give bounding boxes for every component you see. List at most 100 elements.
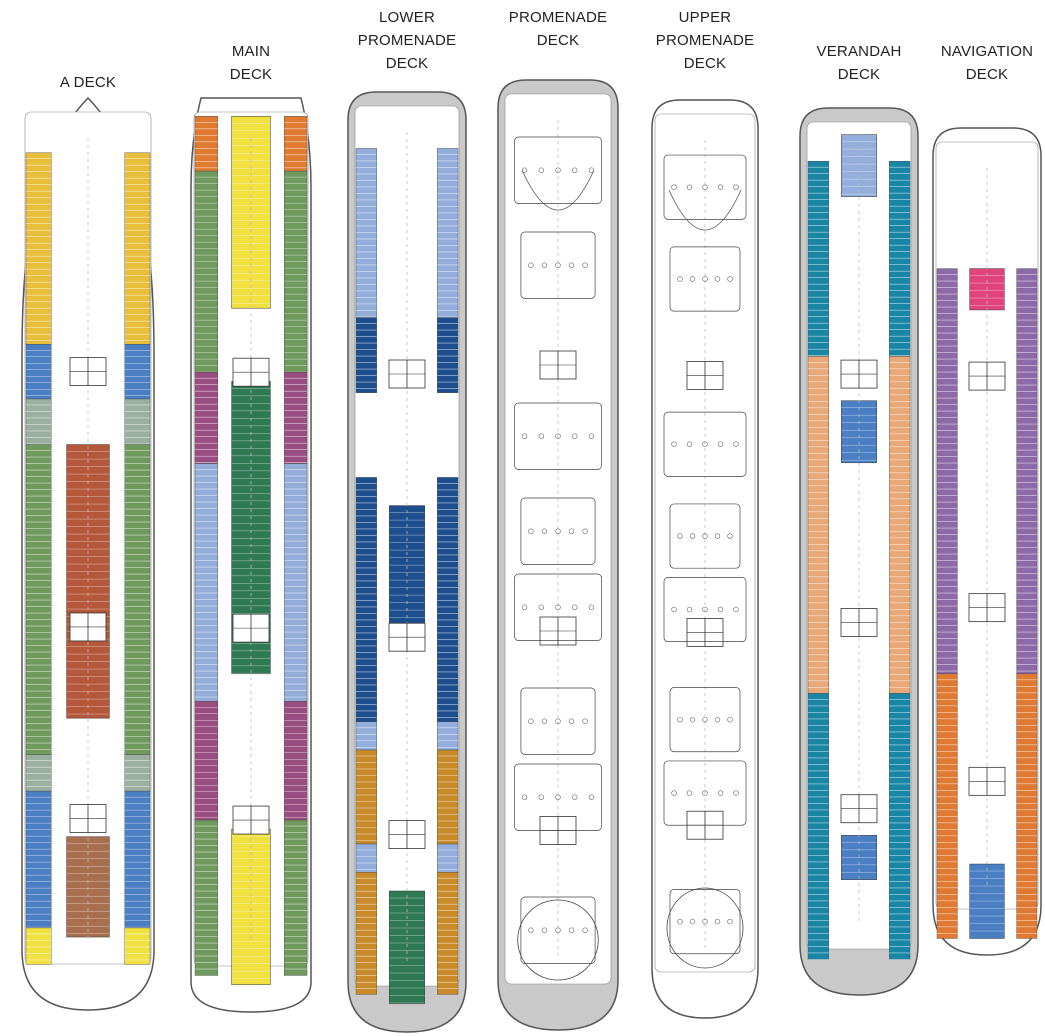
upper-promenade-deck-table bbox=[714, 276, 721, 282]
navigation-deck-cabin-zone bbox=[1016, 673, 1038, 939]
upper-promenade-deck-table bbox=[702, 184, 708, 190]
promenade-deck-table bbox=[555, 927, 561, 933]
a-deck-cabin-zone bbox=[124, 444, 151, 755]
a-deck-label-line: A DECK bbox=[59, 74, 117, 91]
promenade-deck-table bbox=[528, 262, 534, 268]
upper-promenade-deck-table bbox=[714, 716, 721, 723]
promenade-deck-public-room bbox=[514, 573, 602, 641]
a-deck-cabin-zone bbox=[124, 927, 151, 965]
main-deck-cabin-zone bbox=[194, 116, 218, 172]
lower-promenade-deck-cabin-zone bbox=[437, 749, 459, 845]
verandah-deck-cabin-zone bbox=[807, 693, 829, 960]
promenade-deck-public-room bbox=[520, 497, 596, 565]
promenade-deck-label-line: DECK bbox=[536, 32, 580, 49]
upper-promenade-deck-table bbox=[671, 441, 677, 447]
verandah-deck-cabin-zone bbox=[807, 161, 829, 357]
a-deck-cabin-zone bbox=[25, 444, 52, 755]
upper-promenade-deck-table bbox=[686, 184, 693, 190]
upper-promenade-deck-table bbox=[717, 184, 724, 190]
upper-promenade-deck-table bbox=[717, 790, 724, 796]
verandah-deck-central-block bbox=[841, 134, 877, 197]
upper-promenade-deck-public-room bbox=[669, 889, 741, 955]
promenade-deck-table bbox=[541, 927, 548, 933]
a-deck-cabin-zone bbox=[25, 754, 52, 792]
promenade-deck-table bbox=[582, 718, 588, 724]
main-deck-label-line: DECK bbox=[229, 66, 273, 83]
upper-promenade-deck-table bbox=[702, 441, 708, 447]
promenade-deck-plan bbox=[497, 79, 619, 1031]
lower-promenade-deck-label-line: DECK bbox=[385, 55, 429, 72]
promenade-deck-label: PROMENADE DECK bbox=[509, 6, 607, 52]
lower-promenade-deck-cabin-zone bbox=[437, 872, 459, 995]
a-deck-cabin-zone bbox=[124, 790, 151, 929]
promenade-deck-table bbox=[555, 718, 561, 724]
lower-promenade-deck-label-line: LOWER bbox=[378, 9, 436, 26]
promenade-deck-public-room bbox=[514, 763, 602, 831]
navigation-deck-label-line: NAVIGATION bbox=[940, 43, 1034, 60]
promenade-deck-public-room bbox=[514, 402, 602, 470]
promenade-deck-table bbox=[572, 604, 578, 610]
main-deck-label-line: MAIN bbox=[231, 43, 271, 60]
navigation-deck-cabin-zone bbox=[936, 268, 958, 675]
lower-promenade-deck-label: LOWER PROMENADE DECK bbox=[358, 6, 456, 75]
upper-promenade-deck-table bbox=[733, 184, 739, 190]
promenade-deck-table bbox=[588, 794, 595, 800]
promenade-deck-table bbox=[582, 262, 588, 268]
a-deck-plan bbox=[21, 96, 155, 1011]
upper-promenade-deck-label-line: DECK bbox=[683, 55, 727, 72]
upper-promenade-deck-table bbox=[677, 716, 683, 723]
upper-promenade-deck-table bbox=[677, 276, 683, 282]
main-deck-central-block bbox=[231, 828, 271, 985]
lower-promenade-deck-label-line: PROMENADE bbox=[357, 32, 457, 49]
upper-promenade-deck-table bbox=[689, 276, 696, 282]
upper-promenade-deck-table bbox=[733, 606, 739, 613]
upper-promenade-deck-table bbox=[727, 716, 733, 723]
main-deck-cabin-zone bbox=[284, 701, 308, 821]
upper-promenade-deck-table bbox=[733, 790, 739, 796]
promenade-deck-table bbox=[528, 528, 534, 534]
a-deck-cabin-zone bbox=[25, 398, 52, 445]
lower-promenade-deck-plan bbox=[347, 91, 467, 1033]
upper-promenade-deck-table bbox=[702, 716, 708, 723]
promenade-deck-table bbox=[582, 927, 588, 933]
upper-promenade-deck-public-room bbox=[663, 577, 747, 642]
lower-promenade-deck-cabin-zone bbox=[355, 317, 377, 394]
promenade-deck-table bbox=[588, 433, 595, 439]
upper-promenade-deck-table bbox=[677, 918, 683, 925]
main-deck-label: MAIN DECK bbox=[230, 40, 272, 86]
upper-promenade-deck-public-room bbox=[663, 760, 747, 826]
navigation-deck-cabin-zone bbox=[1016, 268, 1038, 675]
main-deck-central-block bbox=[231, 116, 271, 309]
upper-promenade-deck-table bbox=[689, 533, 696, 539]
a-deck-label: A DECK bbox=[60, 71, 116, 94]
promenade-deck-table bbox=[555, 794, 561, 800]
main-deck-cabin-zone bbox=[284, 170, 308, 373]
a-deck-cabin-zone bbox=[25, 344, 52, 400]
promenade-deck-public-room bbox=[514, 136, 602, 204]
lower-promenade-deck-cabin-zone bbox=[355, 843, 377, 873]
upper-promenade-deck-public-room bbox=[669, 503, 741, 569]
promenade-deck-public-room bbox=[520, 687, 596, 755]
promenade-deck-table bbox=[572, 167, 578, 173]
lower-promenade-deck-cabin-zone bbox=[355, 749, 377, 845]
promenade-deck-label-line: PROMENADE bbox=[508, 9, 608, 26]
promenade-deck-table bbox=[582, 528, 588, 534]
a-deck-cabin-zone bbox=[124, 344, 151, 400]
promenade-deck-table bbox=[528, 927, 534, 933]
upper-promenade-deck-table bbox=[714, 533, 721, 539]
lower-promenade-deck-cabin-zone bbox=[437, 317, 459, 394]
upper-promenade-deck-public-room bbox=[669, 246, 741, 312]
lower-promenade-deck-central-block bbox=[389, 890, 425, 1005]
upper-promenade-deck-public-room bbox=[663, 154, 747, 220]
upper-promenade-deck-table bbox=[677, 533, 683, 539]
upper-promenade-deck-table bbox=[671, 790, 677, 796]
verandah-deck-cabin-zone bbox=[889, 693, 911, 960]
upper-promenade-deck-label-line: PROMENADE bbox=[655, 32, 755, 49]
upper-promenade-deck-table bbox=[702, 790, 708, 796]
a-deck-cabin-zone bbox=[25, 927, 52, 965]
promenade-deck-table bbox=[555, 262, 561, 268]
upper-promenade-deck-label-line: UPPER bbox=[678, 9, 732, 26]
